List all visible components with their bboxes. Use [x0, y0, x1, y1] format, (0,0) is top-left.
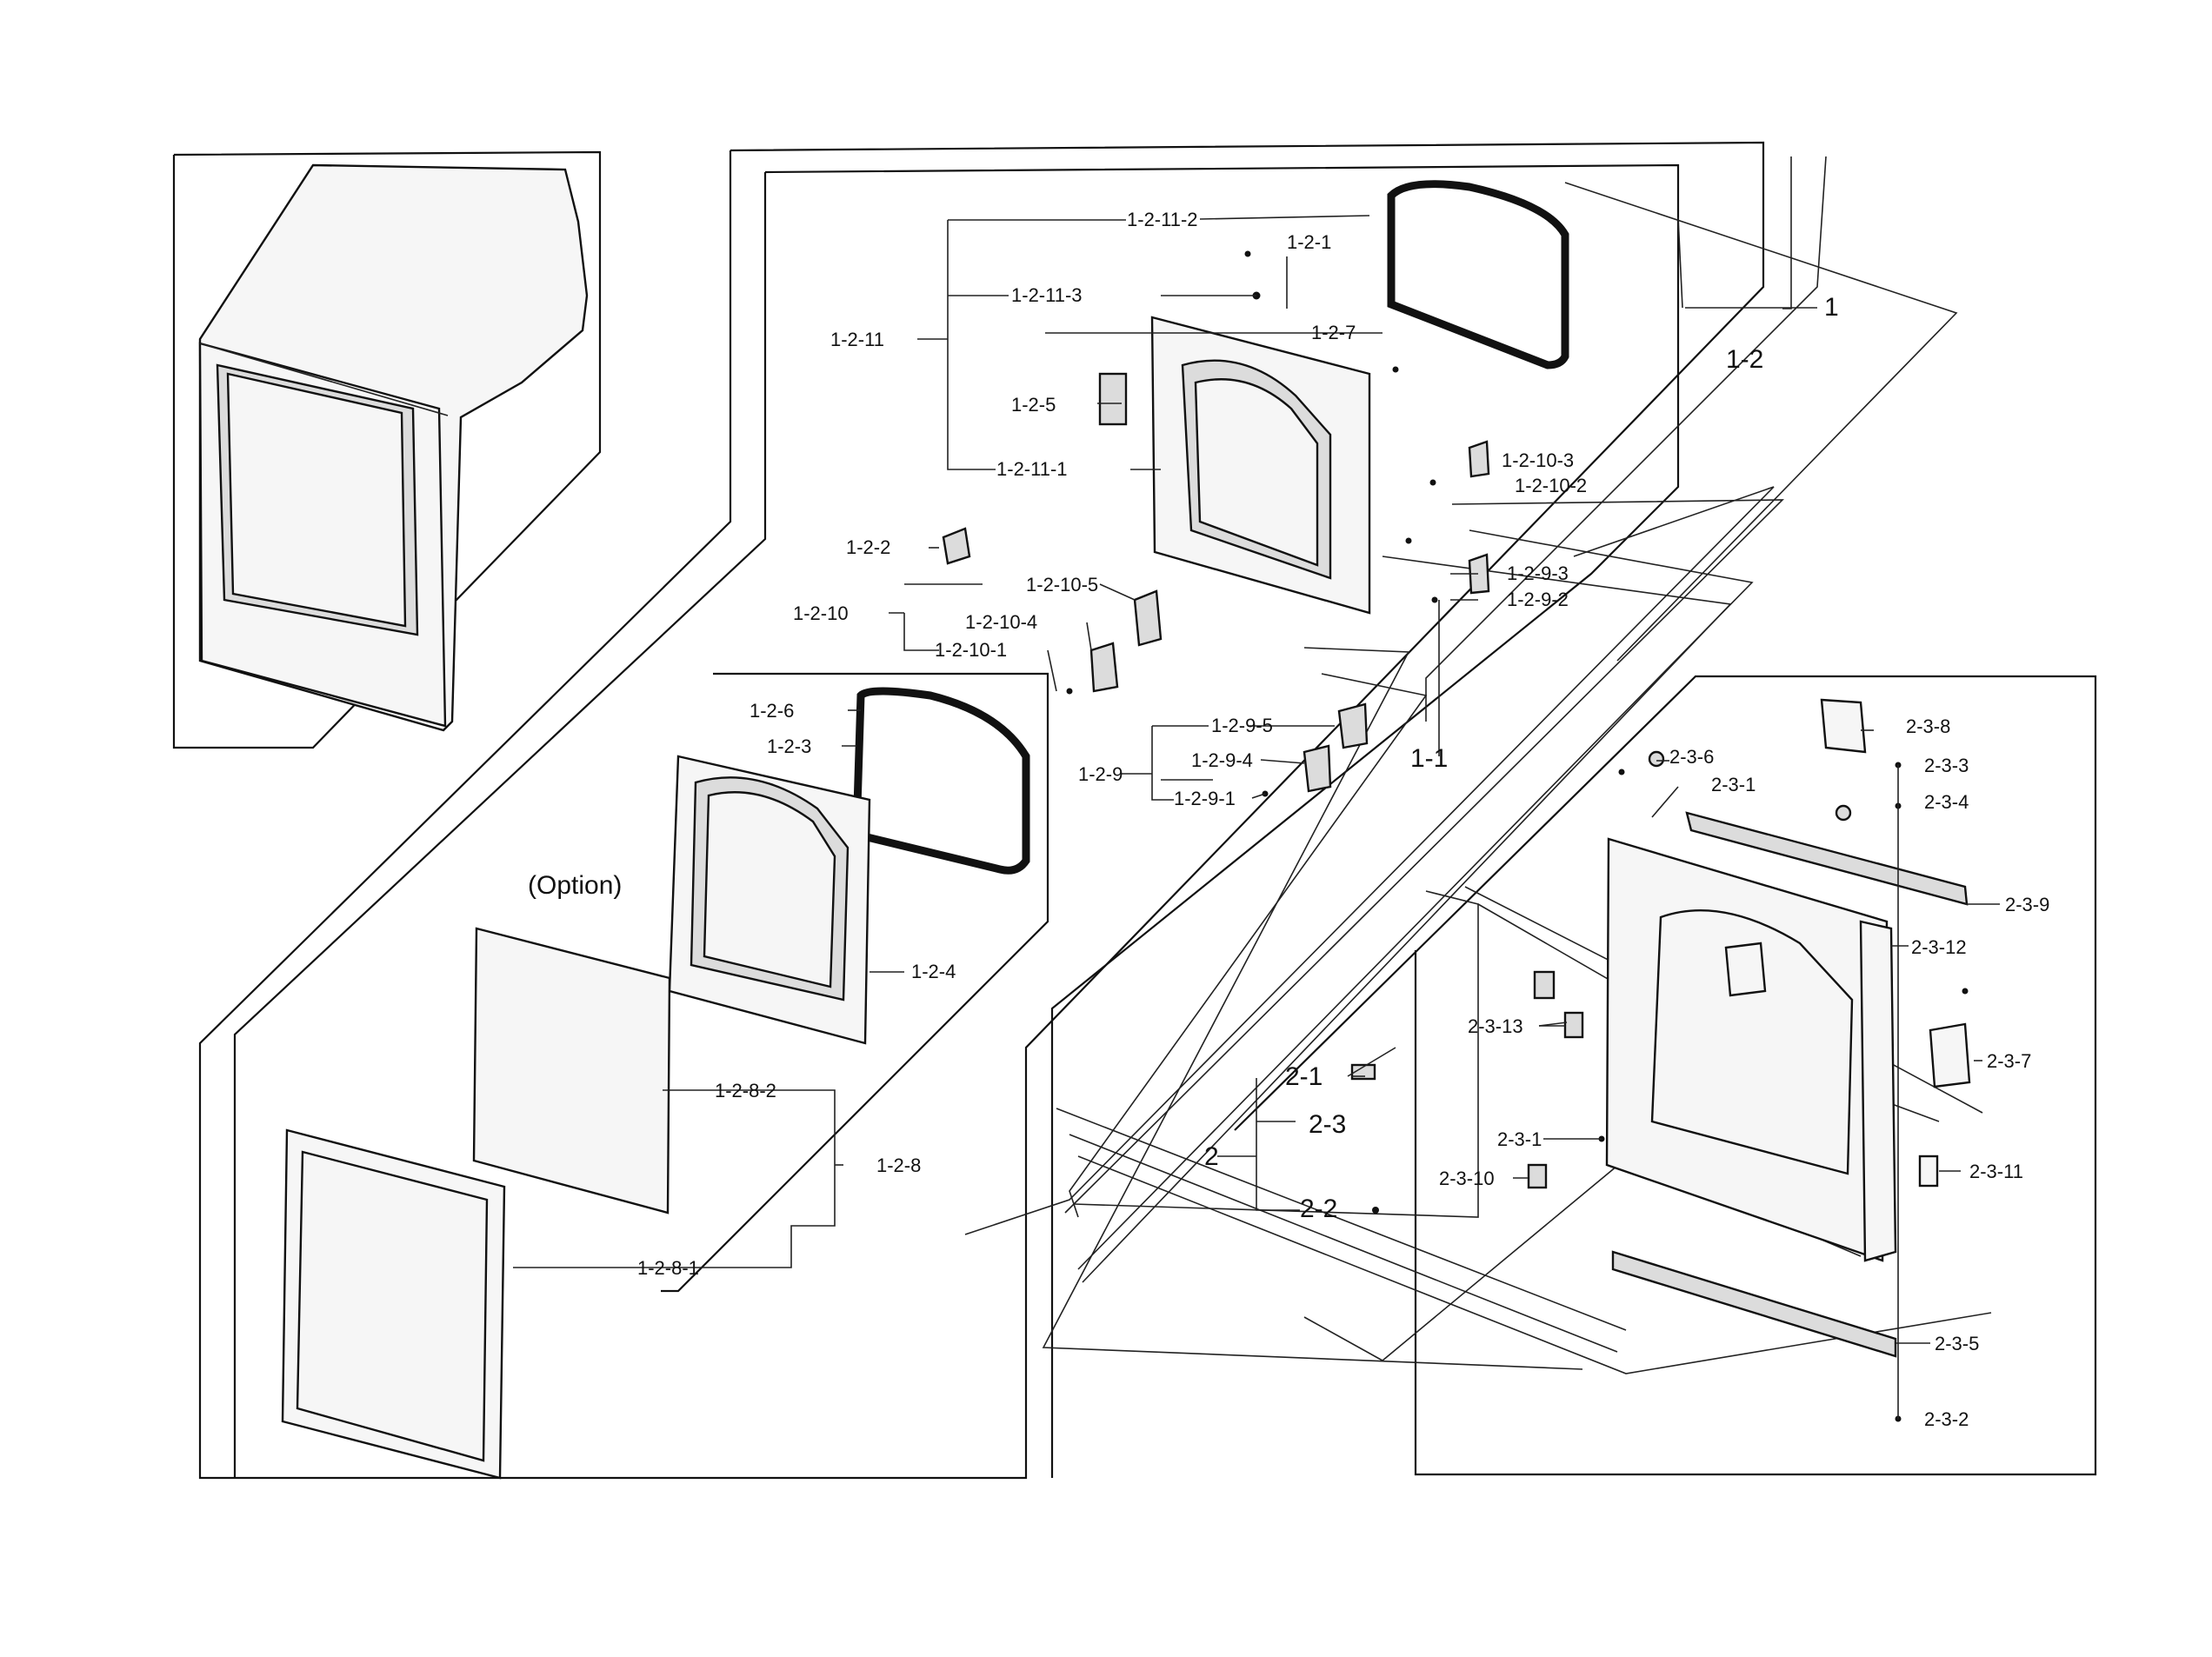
label-2-3-4: 2-3-4 [1924, 791, 1969, 813]
label-2-3-1-bottom: 2-3-1 [1497, 1128, 1542, 1150]
label-1-2-11: 1-2-11 [830, 329, 884, 350]
small-parts-2-3 [1350, 750, 1939, 1189]
door-gasket-1-2-1 [1387, 180, 1569, 369]
label-2-2: 2-2 [1300, 1195, 1337, 1223]
label-1-2-11-2: 1-2-11-2 [1127, 209, 1198, 230]
label-1-2-9-2: 1-2-9-2 [1507, 589, 1569, 610]
label-1-2-9-1: 1-2-9-1 [1174, 788, 1236, 809]
label-2-3-3: 2-3-3 [1924, 755, 1969, 776]
label-1-2-10-1: 1-2-10-1 [935, 639, 1007, 661]
label-text: -2-10-4 [976, 611, 1037, 633]
label-2-3: 2-3 [1309, 1110, 1346, 1139]
label-text: -2-10-2 [1525, 475, 1587, 496]
door-inner-frame-1-2-11-1 [1150, 316, 1371, 615]
label-2-1: 2-1 [1285, 1062, 1323, 1091]
label-1-2-5: 1-2-5 [1011, 394, 1056, 416]
option-outer-frame-1-2-8-1 [281, 1128, 506, 1480]
label-1-2-3: 1-2-3 [767, 735, 811, 757]
option-glass-panel-1-2-8-2 [472, 927, 671, 1214]
label-1-2-10-4: 1-2-10-4 [965, 611, 1037, 633]
dryer-overview-illustration [198, 163, 589, 732]
label-1-2-4: 1-2-4 [911, 961, 956, 982]
label-text: -2-11-1 [1007, 458, 1067, 480]
bottom-strip-2-3-5 [1611, 1250, 1897, 1358]
label-1-2: 1-2 [1726, 345, 1763, 374]
leader-lines [513, 156, 2000, 1419]
label-1-2-9-3: 1-2-9-3 [1507, 562, 1569, 584]
hinge-2-3-8 [1820, 698, 1867, 754]
label-2: 2 [1204, 1142, 1219, 1171]
label-1-2-11-1: 1-2-11-1 [996, 458, 1068, 480]
label-text: -2-10-1 [945, 639, 1007, 661]
label-1-2-8-2: 1-2-8-2 [715, 1080, 776, 1101]
label-1-2-10-2: 1-2-10-2 [1515, 475, 1587, 496]
label-text: -2-10-3 [1512, 449, 1574, 471]
label-2-3-1-top: 2-3-1 [1711, 774, 1756, 795]
label-1-2-10-5: 1-2-10-5 [1026, 574, 1098, 596]
label-1-2-2: 1-2-2 [846, 536, 890, 558]
label-2-3-13: 2-3-13 [1468, 1015, 1523, 1037]
label-1-2-8-1: 1-2-8-1 [637, 1257, 699, 1279]
label-text: -2-11-3 [1022, 284, 1082, 306]
label-1-2-9: 1-2-9 [1078, 763, 1123, 785]
boundary-lines [172, 141, 2097, 1480]
label-1-2-9-5: 1-2-9-5 [1211, 715, 1273, 736]
option-inner-frame-1-2-4 [668, 755, 871, 1045]
label-2-3-2: 2-3-2 [1924, 1408, 1969, 1430]
label-1-2-6: 1-2-6 [750, 700, 794, 722]
label-2-3-10: 2-3-10 [1439, 1168, 1495, 1189]
label-1: 1 [1824, 293, 1839, 322]
label-2-3-8: 2-3-8 [1906, 715, 1950, 737]
hinge-2-3-7 [1929, 1022, 1971, 1088]
label-2-3-7: 2-3-7 [1987, 1050, 2031, 1072]
label-2-3-12: 2-3-12 [1911, 936, 1967, 958]
label-1-2-9-4: 1-2-9-4 [1191, 749, 1253, 771]
hinge-1-2-2 [942, 527, 971, 565]
label-1-2-7: 1-2-7 [1311, 322, 1356, 343]
label-1-2-10-3: 1-2-10-3 [1502, 449, 1574, 471]
latch-parts-1-2-10 [1089, 440, 1490, 693]
label-1-2-11-3: 1-2-11-3 [1011, 284, 1083, 306]
label-1-2-8: 1-2-8 [876, 1155, 921, 1176]
label-2-3-11: 2-3-11 [1969, 1161, 2023, 1182]
label-1-1: 1-1 [1410, 744, 1448, 773]
part-labels: 1-2-11-2 1-2-1 1-2-11-3 1-2-7 1-2-11 1-2… [528, 209, 2049, 1430]
label-1-2-1: 1-2-1 [1287, 231, 1331, 253]
label-2-3-6: 2-3-6 [1669, 746, 1714, 768]
label-1-2-10: 1-2-10 [793, 602, 849, 624]
label-2-3-5: 2-3-5 [1935, 1333, 1979, 1354]
label-2-3-9: 2-3-9 [2005, 894, 2049, 915]
hinge-plate-center [1724, 942, 1767, 997]
front-panel-2-3-12 [1605, 837, 1897, 1262]
label-option: (Option) [528, 871, 622, 900]
hinge-bracket-1-2-5 [1098, 372, 1128, 426]
option-gasket-1-2-6 [852, 687, 1030, 875]
hinge-1-2-9 [1303, 702, 1369, 793]
label-text: -2-11-2 [1137, 209, 1197, 230]
label-text: -2-10-5 [1036, 574, 1098, 596]
